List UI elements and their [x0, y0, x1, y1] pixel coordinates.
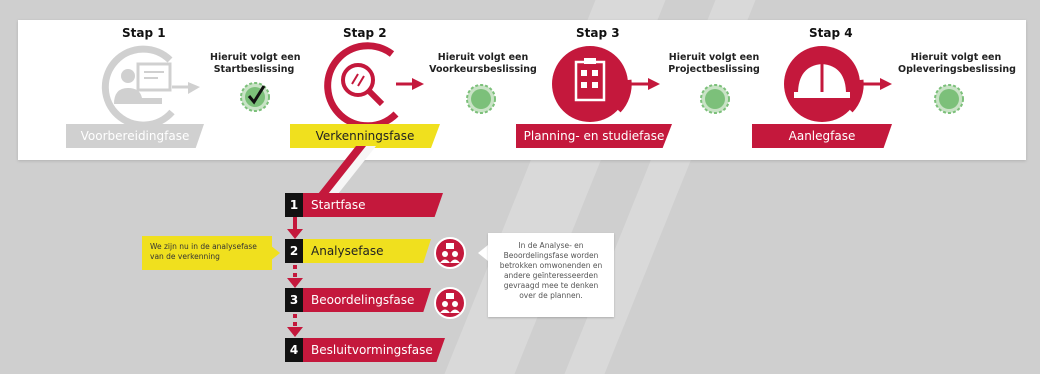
note-pointer — [478, 245, 488, 261]
phase-label-2: Verkenningsfase — [290, 124, 440, 148]
clipboard-icon — [552, 46, 660, 122]
phase-label-3: Planning- en studiefase — [516, 124, 672, 148]
hard-hat-icon — [784, 46, 892, 122]
gear-icon — [700, 84, 730, 114]
down-arrow-icon — [287, 278, 303, 288]
presenter-screen-icon — [101, 45, 200, 129]
checkmark-gear-icon — [240, 82, 270, 112]
down-arrow-icon — [287, 327, 303, 337]
gear-icon — [466, 84, 496, 114]
step-2-title: Stap 2 — [343, 26, 387, 40]
phase-label-1: Voorbereidingfase — [66, 124, 204, 148]
subphase-number-3: 3 — [285, 288, 303, 312]
subphase-number-1: 1 — [285, 193, 303, 217]
step-1-title: Stap 1 — [122, 26, 166, 40]
subphase-analysefase: Analysefase — [303, 239, 431, 263]
participation-people-icon — [434, 237, 466, 269]
subphase-number-4: 4 — [285, 338, 303, 362]
subphase-connector — [293, 314, 297, 330]
participation-note: In de Analyse- en Beoordelingsfase worde… — [488, 233, 614, 317]
subphase-number-2: 2 — [285, 239, 303, 263]
note-pointer — [270, 245, 280, 261]
step-4-title: Stap 4 — [809, 26, 853, 40]
down-arrow-icon — [287, 229, 303, 239]
subphase-connector — [293, 265, 297, 281]
current-phase-note: We zijn nu in de analysefase van de verk… — [142, 236, 272, 270]
subphase-connector — [293, 217, 297, 233]
participation-people-icon — [434, 287, 466, 319]
subphase-startfase: Startfase — [303, 193, 443, 217]
connector-arrow — [318, 146, 376, 194]
magnifier-icon — [324, 42, 424, 130]
phase-label-4: Aanlegfase — [752, 124, 892, 148]
subphase-beoordelingsfase: Beoordelingsfase — [303, 288, 431, 312]
gear-icon — [934, 84, 964, 114]
step-3-title: Stap 3 — [576, 26, 620, 40]
subphase-besluitvormingsfase: Besluitvormingsfase — [303, 338, 445, 362]
